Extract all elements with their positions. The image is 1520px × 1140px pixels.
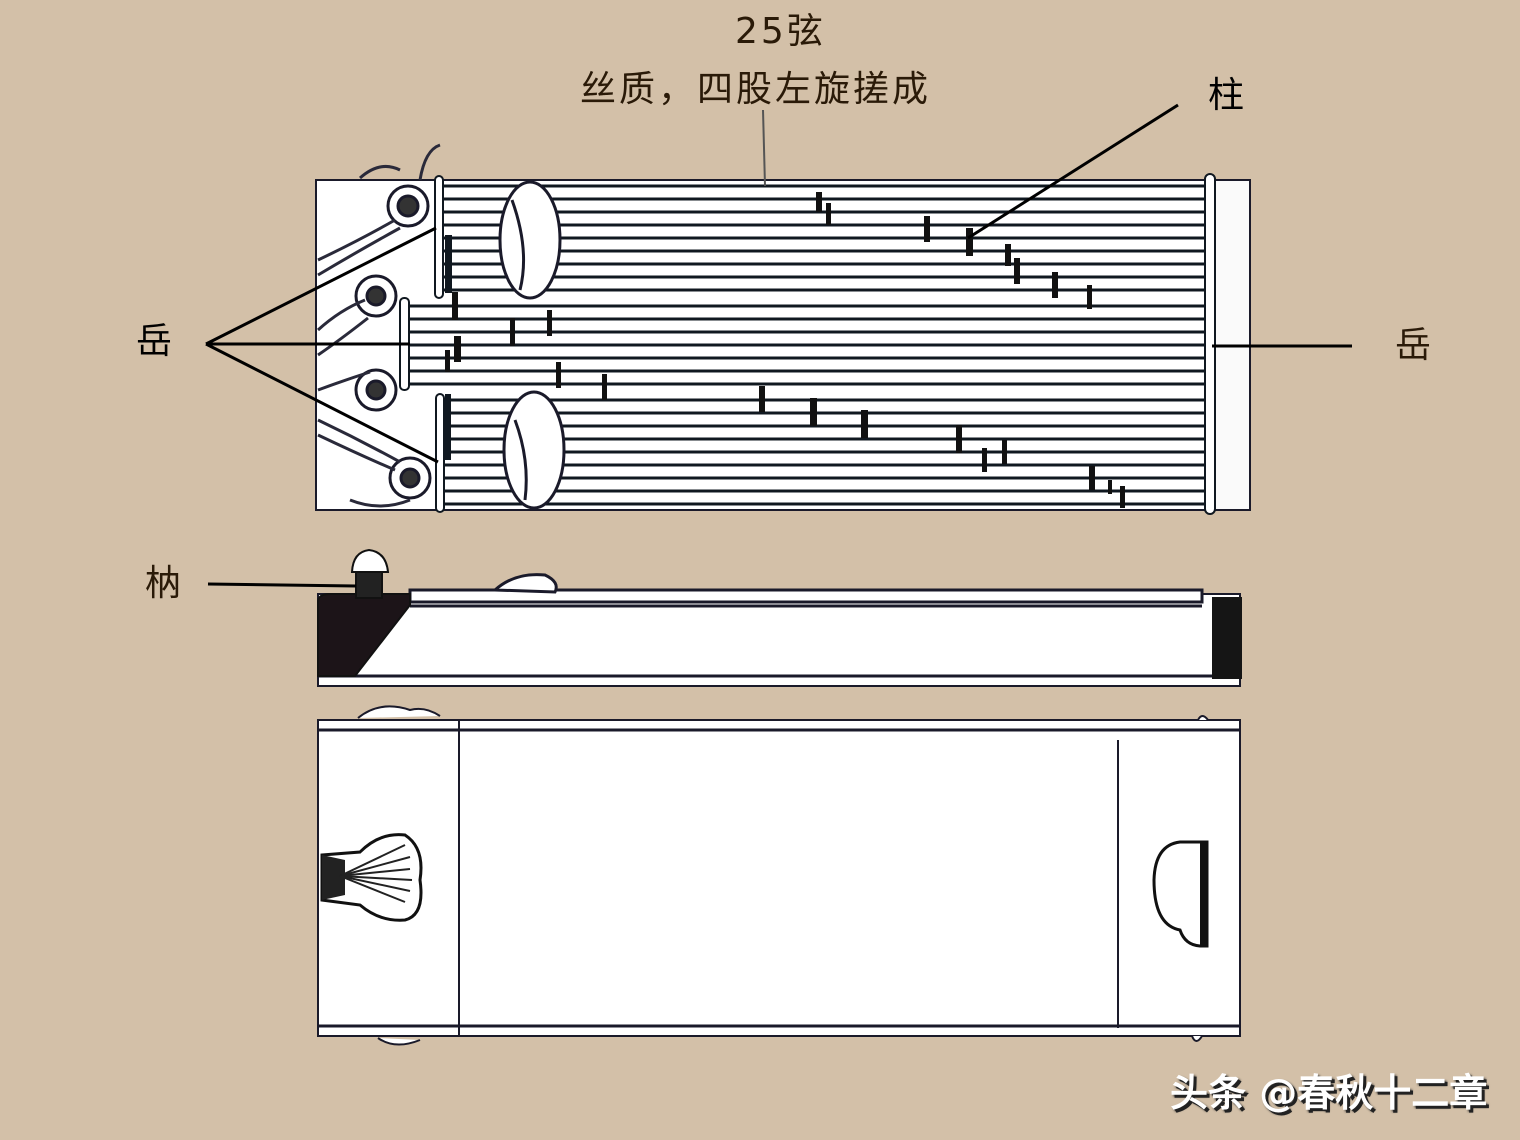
side-view xyxy=(317,548,1242,687)
leader-left-nut-bottom xyxy=(205,342,439,464)
right-sound-hole xyxy=(1152,840,1209,948)
bridges xyxy=(445,192,1125,508)
string-count-label: 25弦 xyxy=(735,11,826,52)
leader-peg xyxy=(207,582,357,588)
cloth-wraps xyxy=(498,180,566,510)
left-nut-label: 岳 xyxy=(136,321,175,362)
string-material-label: 丝质，四股左旋搓成 xyxy=(580,69,932,110)
right-nut-label: 岳 xyxy=(1395,325,1434,366)
left-sound-hole xyxy=(320,833,423,922)
cords xyxy=(316,143,441,508)
top-view xyxy=(315,143,1251,515)
watermark: 头条 @春秋十二章 xyxy=(1170,1071,1488,1115)
tuning-knobs xyxy=(354,184,432,500)
leader-bridge xyxy=(967,103,1179,240)
right-nut xyxy=(1204,173,1216,515)
leader-lines xyxy=(205,103,1352,588)
bridge-label: 柱 xyxy=(1208,75,1247,116)
leader-string-material xyxy=(762,109,766,187)
peg-label: 枘 xyxy=(145,563,184,604)
peg xyxy=(350,548,390,599)
bottom-view xyxy=(317,705,1241,1046)
leader-left-nut-top xyxy=(205,226,437,346)
